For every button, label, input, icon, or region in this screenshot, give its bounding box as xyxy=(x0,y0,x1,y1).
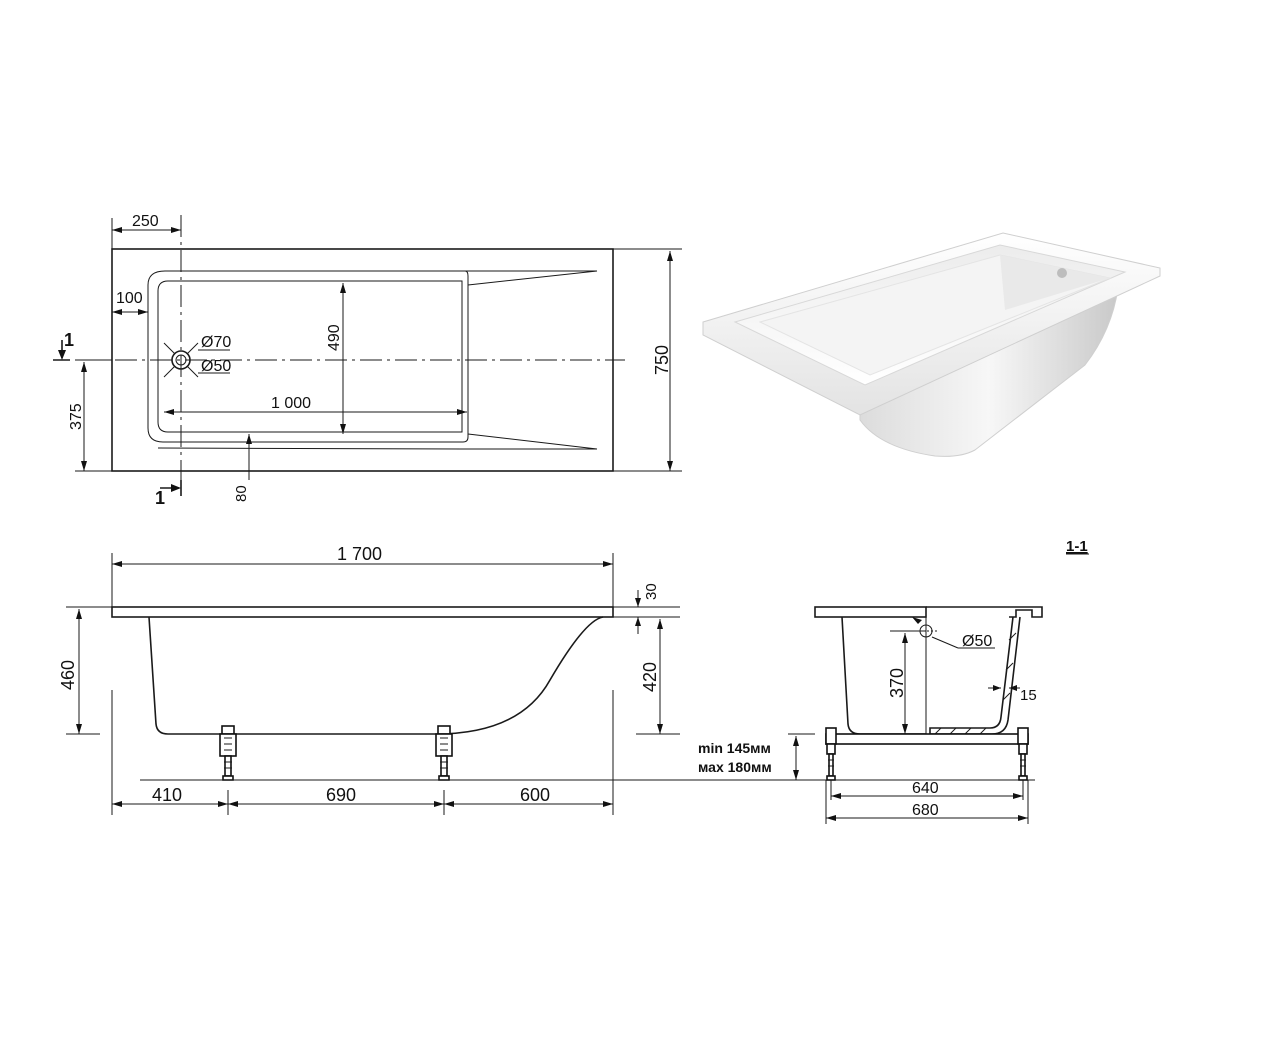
leg-icon xyxy=(219,725,237,781)
label-drain-inner: Ø50 xyxy=(201,358,231,375)
section-dim-frame-inner: 640 xyxy=(912,780,939,797)
dim-rim: 30 xyxy=(643,583,660,600)
leg-height-max: мах 180мм xyxy=(698,759,772,775)
tub-body-side xyxy=(148,616,604,735)
dim-body-height: 420 xyxy=(640,662,660,692)
wedge-bottom xyxy=(463,433,598,450)
top-view: Ø70 Ø50 250 100 490 1 000 375 xyxy=(53,213,682,508)
bathtub-render xyxy=(696,200,1216,512)
dim-leg-3: 600 xyxy=(520,785,550,805)
section-wall-right xyxy=(929,616,1021,735)
section-dim-depth: 370 xyxy=(887,668,907,698)
dim-total-height: 460 xyxy=(58,660,78,690)
dim-total-width: 750 xyxy=(652,345,672,375)
drain-icon xyxy=(163,342,230,378)
section-frame xyxy=(825,727,1029,781)
section-label-top: 1 xyxy=(64,330,74,350)
leg-icon xyxy=(435,725,453,781)
section-body-left xyxy=(841,616,926,735)
section-view: 1-1 Ø50 370 xyxy=(814,538,1089,824)
label-drain-outer: Ø70 xyxy=(201,334,231,351)
side-view: 1 700 460 30 420 410 690 xyxy=(58,544,1035,815)
tub-rim-side xyxy=(111,606,614,618)
section-marker-top: 1 xyxy=(53,330,74,361)
bowl-inner-contour xyxy=(157,280,463,433)
bowl-outer-contour xyxy=(147,270,469,443)
dim-drain-gap: 80 xyxy=(233,485,250,502)
section-label-bottom: 1 xyxy=(155,488,165,508)
dim-drain-offset: 250 xyxy=(132,213,159,230)
section-marker-bottom: 1 xyxy=(155,480,182,508)
dim-leg-2: 690 xyxy=(326,785,356,805)
section-dim-wall: 15 xyxy=(1020,687,1037,704)
dim-inner-length: 1 000 xyxy=(271,395,311,412)
section-dim-frame-outer: 680 xyxy=(912,802,939,819)
leg-height-min: min 145мм xyxy=(698,740,771,756)
dim-rim-inner: 100 xyxy=(116,290,143,307)
wedge-top xyxy=(465,270,598,286)
section-title: 1-1 xyxy=(1066,538,1088,555)
overflow-icon xyxy=(1057,268,1067,278)
dim-half-width: 375 xyxy=(68,403,85,430)
dim-total-length: 1 700 xyxy=(337,544,382,564)
section-drain-label: Ø50 xyxy=(962,633,992,650)
dim-inner-width: 490 xyxy=(326,324,343,351)
dim-leg-1: 410 xyxy=(152,785,182,805)
